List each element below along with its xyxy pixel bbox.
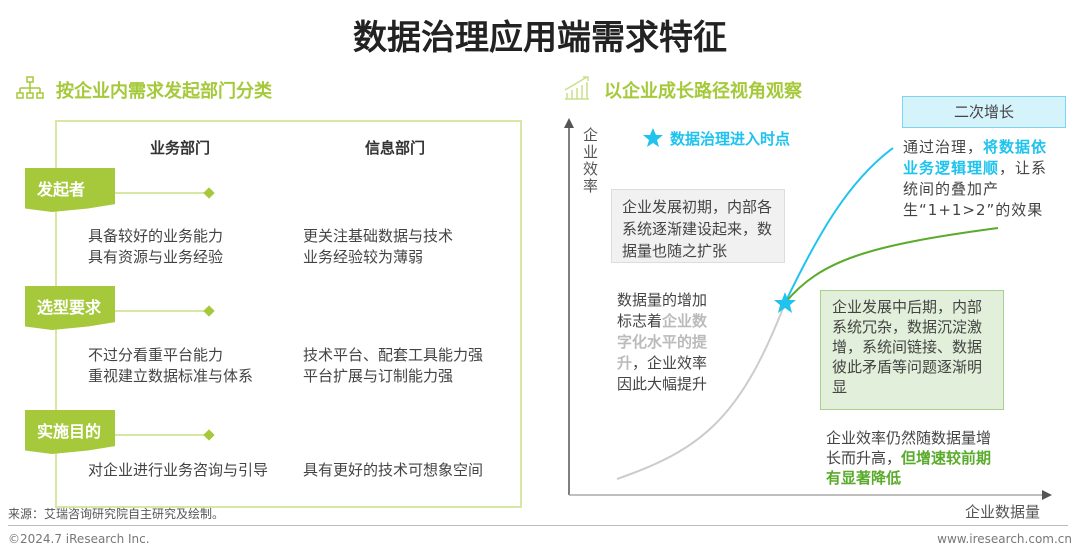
cell-text: 技术平台、配套工具能力强 bbox=[303, 346, 484, 364]
text: 企业效率仍然随数据量增长而升高， bbox=[826, 429, 992, 467]
y-axis-label: 企业效率 bbox=[583, 126, 599, 195]
cell-text: 更关注基础数据与技术 bbox=[303, 227, 454, 245]
connector-line bbox=[115, 192, 210, 194]
tag-purpose: 实施目的 bbox=[25, 410, 115, 454]
page-title: 数据治理应用端需求特征 bbox=[353, 18, 727, 58]
copyright: ©2024.7 iResearch Inc. bbox=[8, 532, 150, 546]
x-axis-arrow bbox=[1042, 490, 1052, 500]
left-section-heading: 按企业内需求发起部门分类 bbox=[56, 81, 272, 102]
text: ，让系统间的叠加产生“1+1>2”的效果 bbox=[903, 159, 1048, 219]
tag-initiator: 发起者 bbox=[25, 168, 115, 212]
text: 通过治理， bbox=[903, 138, 984, 156]
cell-text: 具有更好的技术可想象空间 bbox=[303, 461, 484, 479]
text: 数据量的增加标志着 bbox=[617, 291, 708, 330]
early-stage-box: 企业发展初期，内部各系统逐渐建设起来，数据量也随之扩张 bbox=[611, 189, 785, 263]
y-axis-arrow bbox=[564, 118, 574, 128]
governance-star-icon bbox=[774, 292, 796, 313]
highlight-text: 企业数字化水平的提升 bbox=[617, 312, 708, 372]
legend-star-icon bbox=[643, 128, 663, 147]
second-growth-label: 二次增长 bbox=[902, 96, 1066, 128]
right-section-heading: 以企业成长路径视角观察 bbox=[604, 81, 802, 102]
cell-text: 平台扩展与订制能力强 bbox=[303, 367, 454, 385]
footer-divider bbox=[8, 525, 1068, 526]
growth-chart-icon bbox=[564, 76, 589, 100]
slow-growth-text: 企业效率仍然随数据量增长而升高，但增速较前期有显著降低 bbox=[826, 428, 1004, 488]
website-link[interactable]: www.iresearch.com.cn bbox=[937, 532, 1072, 546]
column-header-it: 信息部门 bbox=[365, 139, 426, 157]
x-axis-label: 企业数据量 bbox=[965, 503, 1041, 521]
legend-label: 数据治理进入时点 bbox=[670, 130, 791, 148]
early-growth-curve bbox=[616, 302, 786, 480]
cell-text: 具备较好的业务能力 bbox=[88, 227, 224, 245]
tag-selection: 选型要求 bbox=[25, 286, 115, 330]
cell-text: 不过分看重平台能力 bbox=[88, 346, 224, 364]
connector-line bbox=[115, 310, 210, 312]
slow-growth-curve bbox=[784, 227, 999, 304]
cell-text: 业务经验较为薄弱 bbox=[303, 248, 424, 266]
growth-text: 数据量的增加标志着企业数字化水平的提升，企业效率因此大幅提升 bbox=[617, 290, 709, 395]
connector-line bbox=[115, 434, 210, 436]
column-header-business: 业务部门 bbox=[150, 139, 211, 157]
cell-text: 对企业进行业务咨询与引导 bbox=[88, 461, 269, 479]
source-note: 来源：艾瑞咨询研究院自主研究及绘制。 bbox=[8, 507, 225, 521]
cell-text: 具有资源与业务经验 bbox=[88, 248, 224, 266]
highlight-text: 将数据依业务逻辑理顺 bbox=[903, 138, 1048, 177]
org-chart-icon bbox=[16, 76, 44, 99]
text: ，企业效率因此大幅提升 bbox=[617, 354, 708, 393]
cell-text: 重视建立数据标准与体系 bbox=[88, 367, 254, 385]
second-growth-curve bbox=[784, 147, 894, 304]
late-stage-box: 企业发展中后期，内部系统冗杂，数据沉淀激增，系统间链接、数据彼此矛盾等问题逐渐明… bbox=[820, 290, 1004, 410]
highlight-text: 但增速较前期有显著降低 bbox=[826, 449, 992, 487]
governance-text: 通过治理，将数据依业务逻辑理顺，让系统间的叠加产生“1+1>2”的效果 bbox=[903, 137, 1063, 221]
